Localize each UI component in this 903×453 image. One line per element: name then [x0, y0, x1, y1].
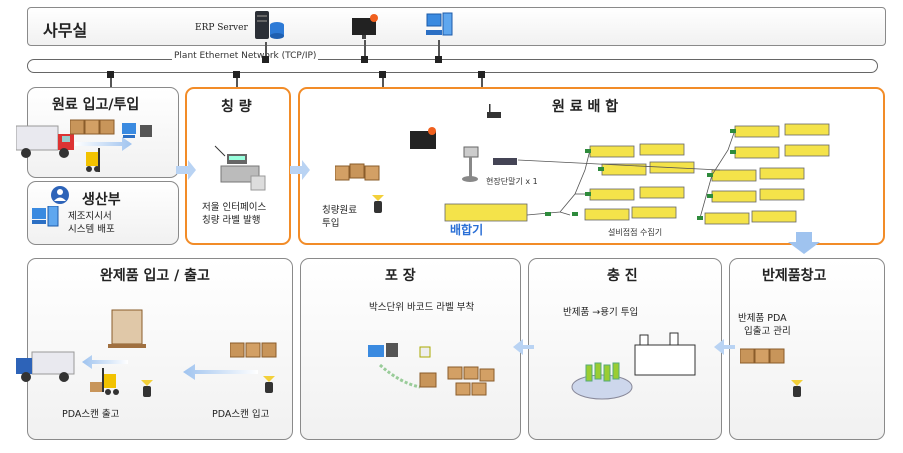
semi-warehouse-title: 반제품창고	[762, 268, 827, 284]
boxes-icon	[229, 340, 278, 364]
forklift-icon	[90, 368, 130, 402]
pallet-icon	[108, 300, 148, 354]
network-node	[379, 71, 386, 78]
production-line2: 시스템 배포	[68, 224, 115, 235]
weighed-boxes-icon	[334, 162, 381, 190]
finished-title: 완제품 입고 / 출고	[100, 268, 210, 284]
truck-icon	[14, 350, 76, 388]
production-line1: 제조지시서	[68, 211, 112, 222]
office-title: 사무실	[43, 21, 88, 40]
packing-station-icon	[360, 325, 510, 409]
weighing-title: 칭 량	[221, 99, 252, 115]
production-title: 생산부	[82, 192, 121, 208]
semi-warehouse-line1: 반제품 PDA	[738, 313, 787, 324]
scanner-icon	[140, 380, 156, 402]
terminal-label: 현장단말기 x 1	[486, 177, 538, 186]
network-node	[262, 56, 269, 63]
network-node	[478, 71, 485, 78]
field-terminal-icon	[460, 145, 488, 187]
semi-warehouse-line2: 입출고 관리	[744, 326, 791, 337]
truck-icon	[15, 124, 78, 164]
collector-label: 설비접점 수집기	[608, 228, 663, 237]
pc-icon	[32, 205, 62, 232]
network-node	[233, 71, 240, 78]
ap-icon	[485, 104, 503, 124]
filling-title: 충 진	[607, 268, 638, 284]
packing-panel: 포 장 박스단위 바코드 라벨 부착	[300, 258, 521, 440]
scanner-icon	[370, 195, 390, 219]
weighing-line2: 칭량 라벨 발행	[202, 215, 261, 226]
field-monitor-icon	[410, 125, 442, 157]
erp-server-icon	[252, 10, 286, 46]
forklift-icon	[80, 148, 108, 178]
network-node	[361, 56, 368, 63]
network-label: Plant Ethernet Network (TCP/IP)	[172, 51, 319, 61]
packing-title: 포 장	[385, 268, 416, 284]
office-pc-icon	[425, 12, 455, 44]
network-node	[435, 56, 442, 63]
network-bar: Plant Ethernet Network (TCP/IP)	[27, 51, 878, 73]
weighed-line1: 칭량원료	[322, 205, 357, 216]
filling-caption: 반제품 →용기 투입	[563, 307, 639, 318]
scanner-icon	[262, 376, 278, 398]
scanner-icon	[790, 380, 806, 402]
person-icon	[50, 185, 70, 209]
scale-icon	[213, 142, 273, 202]
packing-caption: 박스단위 바코드 라벨 부착	[369, 302, 475, 313]
mixer-label: 배합기	[450, 223, 484, 237]
network-node	[107, 71, 114, 78]
pc-icon	[120, 121, 154, 147]
mixing-title: 원 료 배 합	[552, 99, 619, 115]
weighed-line2: 투입	[322, 218, 340, 229]
switch-icon	[493, 152, 519, 171]
weighing-line1: 저울 인터페이스	[202, 202, 267, 213]
scan-in-label: PDA스캔 입고	[212, 409, 270, 420]
boxes-icon	[69, 117, 116, 141]
boxes-icon	[739, 346, 786, 370]
erp-server-label: ERP Server	[195, 23, 248, 33]
office-monitor-icon	[350, 12, 380, 44]
scan-out-label: PDA스캔 출고	[62, 409, 120, 420]
filling-line-icon	[570, 325, 710, 421]
office-panel: 사무실 ERP Server	[27, 7, 886, 46]
raw-input-title: 원료 입고/투입	[52, 97, 140, 113]
